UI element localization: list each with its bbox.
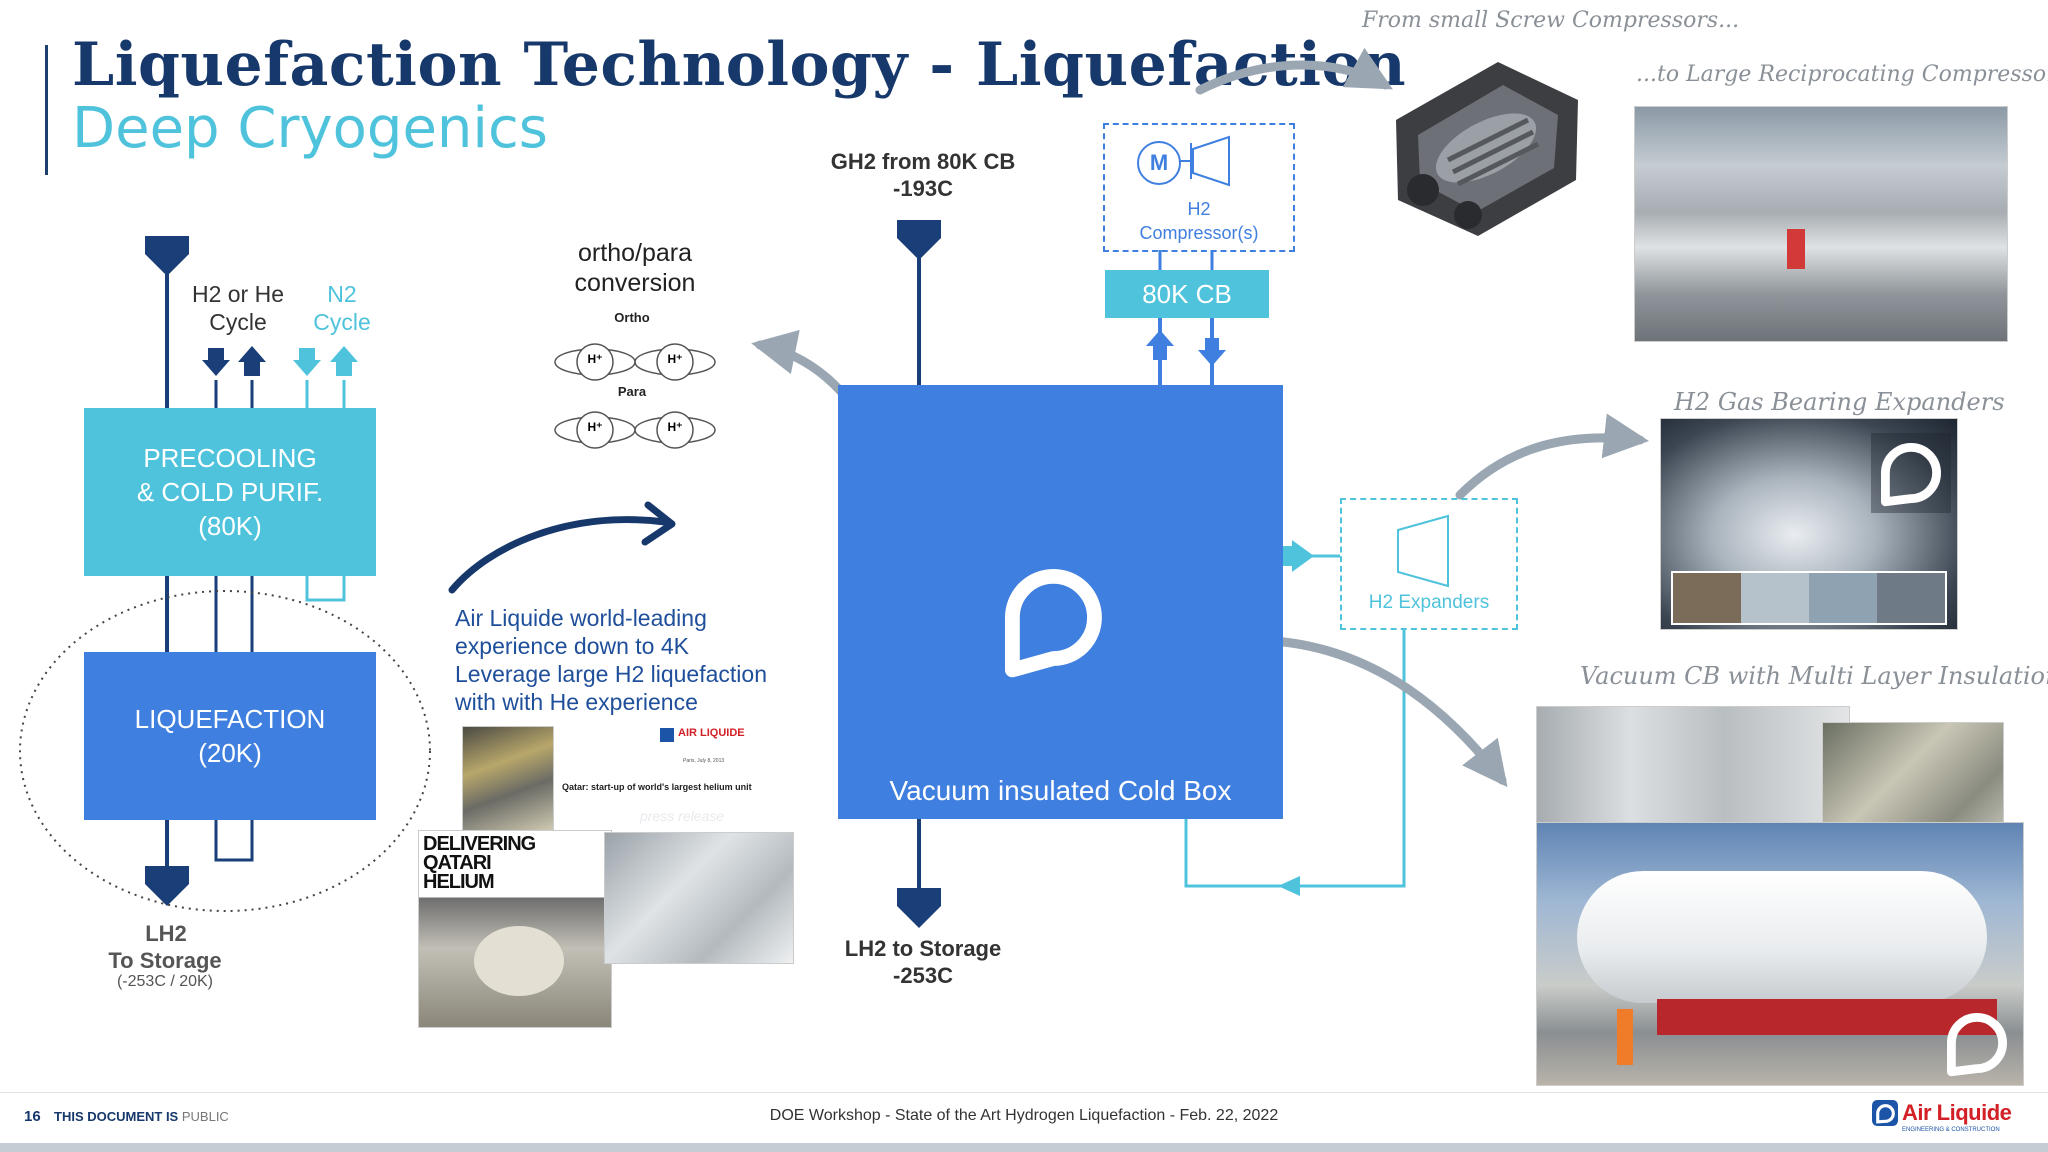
air-liquide-logo-icon: [1947, 1013, 2007, 1077]
cycle-small-arrows: [202, 346, 358, 376]
para-ion-2: H⁺: [667, 420, 683, 434]
vacuum-cb-photo-1: [1536, 706, 1850, 824]
air-liquide-experience-text: Air Liquide world-leading experience dow…: [455, 605, 767, 715]
page-subtitle: Deep Cryogenics: [72, 96, 548, 161]
liquefaction-highlight-ellipse: [19, 590, 431, 912]
ortho-para-molecules: [554, 343, 716, 449]
press-logo: AIR LIQUIDE: [660, 724, 752, 746]
motor-icon: M: [1137, 141, 1181, 185]
screw-compressor-caption: From small Screw Compressors...: [1362, 8, 1740, 33]
compressor-icon: [1179, 135, 1230, 187]
expander-icon: [1397, 514, 1449, 588]
blue-swoosh-arrow: [448, 501, 676, 594]
cryo-tank-photo: [604, 832, 794, 964]
recip-compressor-photo: [1634, 106, 2008, 342]
press-date: Paris, July 8, 2013: [683, 758, 725, 764]
h2-he-cycle-label: H2 or He Cycle: [191, 281, 285, 335]
compressor-label: H2 Compressor(s): [1139, 199, 1259, 243]
lh2-label: LH2: [145, 921, 187, 946]
liquefaction-block: LIQUEFACTION (20K): [84, 652, 376, 820]
gh2-inlet-label: GH2 from 80K CB -193C: [830, 149, 1016, 201]
left-down-arrows: [145, 236, 189, 906]
expander-thumbnails: [1671, 571, 1947, 625]
doc-status: PUBLIC: [181, 1109, 229, 1124]
para-label: Para: [617, 384, 647, 399]
magazine-clipping: DELIVERING QATARI HELIUM: [418, 830, 612, 1028]
ortho-ion-2: H⁺: [667, 352, 683, 366]
title-accent-bar: [45, 45, 48, 175]
vacuum-cb-transport-photo: [1536, 822, 2024, 1086]
screw-compressor-icon: [1396, 62, 1578, 236]
ortho-para-heading: ortho/para conversion: [574, 239, 696, 297]
para-ion-1: H⁺: [587, 420, 603, 434]
brand-name: Air Liquide: [1902, 1100, 2012, 1125]
lh2-outlet-label: LH2 to Storage -253C: [844, 936, 1002, 988]
vacuum-cb-caption: Vacuum CB with Multi Layer Insulation: [1580, 662, 2048, 690]
footer-band: [0, 1143, 2048, 1152]
worker-figure: [1617, 1009, 1633, 1065]
precooling-block: PRECOOLING & COLD PURIF. (80K): [84, 408, 376, 576]
recip-compressor-caption: ...to Large Reciprocating Compressor: [1636, 62, 2048, 87]
ortho-ion-1: H⁺: [587, 352, 603, 366]
press-logo-text: AIR LIQUIDE: [678, 727, 745, 739]
helium-tank-shape: [474, 926, 564, 996]
air-liquide-logo-icon: [1872, 1100, 1898, 1126]
storage-temp-label: (-253C / 20K): [116, 973, 214, 990]
cb80k-connectors: [1146, 250, 1226, 385]
expanders-label: H2 Expanders: [1368, 592, 1490, 613]
cold-box-vessel: [1577, 871, 1987, 1003]
air-liquide-logo-icon: [1871, 433, 1951, 513]
screw-compressor-image: [1378, 40, 1598, 240]
cb80k-block: 80K CB: [1105, 270, 1269, 318]
air-liquide-brand: Air Liquide ENGINEERING & CONSTRUCTION: [1872, 1100, 2032, 1140]
magazine-headline: DELIVERING QATARI HELIUM: [423, 833, 536, 893]
to-storage-label: To Storage: [108, 948, 222, 973]
air-liquide-logo-icon: [1004, 569, 1102, 678]
h2-expanders-box: H2 Expanders: [1340, 498, 1518, 630]
press-logo-mark: [660, 728, 674, 742]
vacuum-cold-box: Vacuum insulated Cold Box: [838, 385, 1283, 819]
page-title: Liquefaction Technology - Liquefaction: [72, 30, 1407, 100]
cold-box-label: Vacuum insulated Cold Box: [889, 775, 1232, 806]
h2-compressor-box: M H2 Compressor(s): [1103, 123, 1295, 252]
bearing-expander-caption: H2 Gas Bearing Expanders: [1674, 388, 2005, 416]
coldbox-arrows: [897, 220, 941, 928]
helium-plant-photo: [462, 726, 554, 836]
bearing-expander-photo: [1660, 418, 1958, 630]
doc-classification: THIS DOCUMENT IS PUBLIC: [54, 1109, 229, 1124]
footer-divider: [0, 1092, 2048, 1093]
expander-connectors: [1184, 540, 1406, 896]
page-number: 16: [24, 1108, 41, 1125]
transport-trailer: [1657, 999, 1997, 1035]
n2-cycle-label: N2 Cycle: [313, 281, 371, 335]
worker-figure: [1787, 229, 1805, 269]
press-release-label: press release: [640, 808, 725, 824]
footer-title: DOE Workshop - State of the Art Hydrogen…: [769, 1107, 1279, 1124]
doc-label: THIS DOCUMENT IS: [54, 1109, 179, 1124]
brand-subline: ENGINEERING & CONSTRUCTION: [1902, 1127, 2000, 1133]
press-headline: Qatar: start-up of world's largest heliu…: [562, 782, 752, 792]
ortho-label: Ortho: [614, 310, 650, 325]
left-diagram-lines: [165, 255, 346, 875]
